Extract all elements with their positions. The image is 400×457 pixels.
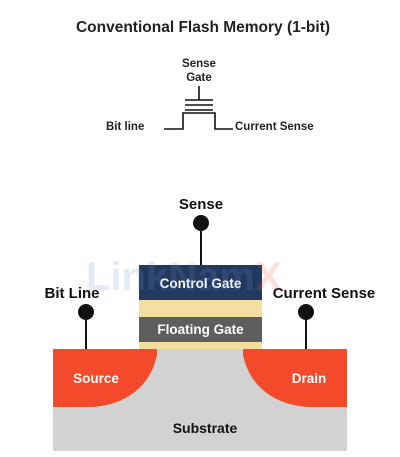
symbol-sense-gate-label-line1: Sense — [182, 58, 216, 70]
floating-gate-block — [139, 317, 262, 342]
substrate-label: Substrate — [173, 420, 238, 436]
bit-line-label: Bit Line — [45, 285, 100, 302]
transistor-symbol: Sense Gate Bit line Current Sense — [106, 58, 314, 133]
symbol-sense-gate-label-line2: Gate — [186, 72, 212, 84]
oxide-layer-lower — [139, 342, 262, 349]
symbol-channel-line — [164, 112, 233, 130]
control-gate-label: Control Gate — [160, 276, 242, 291]
cell-cross-section: Sense Bit Line Current Sense Control Gat… — [45, 196, 376, 451]
sense-terminal — [193, 215, 209, 231]
current-sense-label: Current Sense — [273, 285, 376, 302]
current-sense-terminal — [298, 304, 314, 320]
source-region — [53, 349, 157, 407]
bit-line-terminal — [78, 304, 94, 320]
watermark: LinkNamX — [86, 255, 282, 299]
control-gate-block — [139, 265, 262, 300]
floating-gate-label: Floating Gate — [157, 322, 244, 337]
drain-label: Drain — [292, 371, 327, 386]
diagram-title: Conventional Flash Memory (1-bit) — [76, 19, 330, 36]
drain-region — [243, 349, 347, 407]
symbol-gate-lines — [185, 86, 213, 111]
sense-label: Sense — [179, 196, 223, 213]
symbol-bit-line-label: Bit line — [106, 121, 144, 133]
source-label: Source — [73, 371, 119, 386]
oxide-layer-upper — [139, 300, 262, 317]
symbol-current-sense-label: Current Sense — [235, 121, 314, 133]
